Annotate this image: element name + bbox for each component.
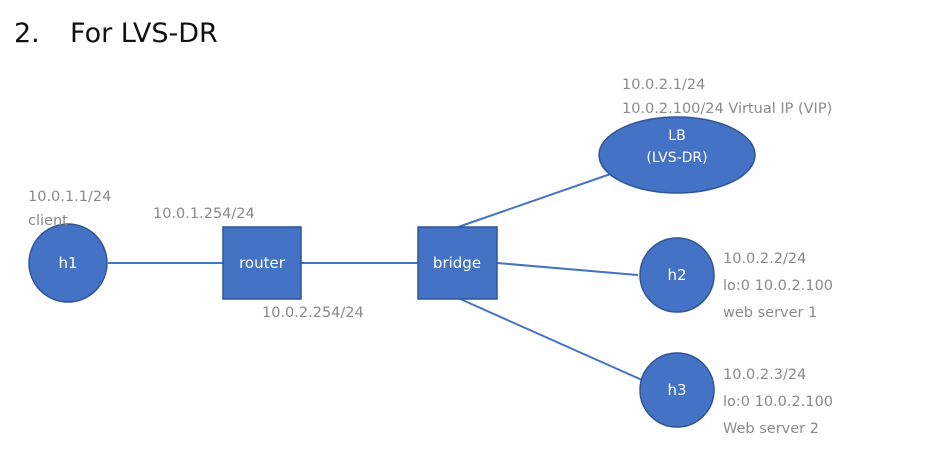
lb-vip-label: 10.0.2.100/24 Virtual IP (VIP): [622, 101, 832, 117]
router-node: router: [222, 226, 302, 300]
host-h1-shape: [28, 223, 108, 303]
host-h2-label: h2: [667, 266, 686, 284]
lb-ip-label: 10.0.2.1/24: [622, 77, 705, 93]
host-h3-label: h3: [667, 381, 686, 399]
h1-role-label: client: [28, 213, 68, 229]
router-label: router: [239, 254, 286, 272]
router-ip-left-label: 10.0.1.254/24: [153, 206, 255, 222]
load-balancer-label-line2: (LVS-DR): [646, 150, 707, 166]
heading-number: 2.: [14, 18, 40, 49]
links: [108, 169, 643, 381]
host-h2: h2: [639, 237, 715, 313]
bridge-node: bridge: [417, 226, 498, 300]
host-h1-label: h1: [58, 254, 77, 272]
host-h1: h1: [28, 223, 108, 303]
host-h3: h3: [639, 352, 715, 428]
heading-text: For LVS-DR: [70, 18, 218, 49]
diagram-heading: 2. For LVS-DR: [14, 18, 218, 49]
bridge-label: bridge: [433, 254, 481, 272]
bridge-shape: [417, 226, 498, 300]
load-balancer-node: LB (LVS-DR): [598, 116, 756, 194]
host-h3-shape: [639, 352, 715, 428]
h2-loopback-label: lo:0 10.0.2.100: [723, 278, 833, 294]
load-balancer-shape: [598, 116, 756, 194]
router-shape: [222, 226, 302, 300]
h3-ip-label: 10.0.2.3/24: [723, 367, 806, 383]
h2-ip-label: 10.0.2.2/24: [723, 251, 806, 267]
link-bridge-h2: [496, 262, 639, 276]
annotations: 10.0.1.1/24 client 10.0.1.254/24 10.0.2.…: [28, 77, 833, 437]
router-ip-right-label: 10.0.2.254/24: [262, 305, 364, 321]
h3-loopback-label: lo:0 10.0.2.100: [723, 394, 833, 410]
link-bridge-h3: [457, 297, 643, 381]
load-balancer-label-line1: LB: [668, 128, 685, 144]
link-bridge-lb: [457, 169, 623, 228]
h1-ip-label: 10.0.1.1/24: [28, 189, 111, 205]
h2-role-label: web server 1: [723, 305, 817, 321]
h3-role-label: Web server 2: [723, 421, 819, 437]
host-h2-shape: [639, 237, 715, 313]
